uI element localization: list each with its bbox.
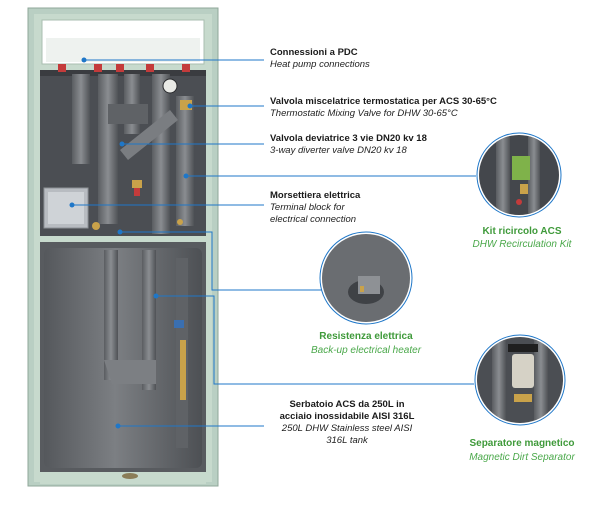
callout-subtitle-line-1: Terminal block for xyxy=(270,202,345,213)
callout-subtitle-line-2: electrical connection xyxy=(270,214,357,225)
callout-title: Valvola deviatrice 3 vie DN20 kv 18 xyxy=(270,133,427,144)
callout-title: Connessioni a PDC xyxy=(270,47,358,58)
detail-subtitle-separator: Magnetic Dirt Separator xyxy=(469,452,575,463)
callout-title-line-1: Serbatoio ACS da 250L in xyxy=(289,399,405,410)
callout-subtitle: Heat pump connections xyxy=(270,59,370,70)
detail-subtitle-heater: Back-up electrical heater xyxy=(310,345,422,356)
upper-compartment xyxy=(40,64,206,236)
callout-mixing-valve: Valvola miscelatrice termostatica per AC… xyxy=(270,96,497,120)
callout-heat-pump-connections: Connessioni a PDC Heat pump connections xyxy=(270,47,370,71)
callout-subtitle-line-1: 250L DHW Stainless steel AISI xyxy=(281,423,413,434)
callout-subtitle-line-2: 316L tank xyxy=(326,435,368,446)
tank-compartment xyxy=(40,242,206,484)
callout-title: Valvola miscelatrice termostatica per AC… xyxy=(270,96,497,107)
callout-title-line-2: acciaio inossidabile AISI 316L xyxy=(279,411,415,422)
detail-title-separator: Separatore magnetico xyxy=(469,438,575,449)
callout-terminal-block: Morsettiera elettrica Terminal block for… xyxy=(270,190,360,226)
callout-diverter-valve: Valvola deviatrice 3 vie DN20 kv 18 3-wa… xyxy=(270,133,427,157)
callout-title: Morsettiera elettrica xyxy=(270,190,361,201)
detail-dirt-separator xyxy=(474,334,566,426)
callout-subtitle: 3-way diverter valve DN20 kv 18 xyxy=(270,145,407,156)
detail-recirculation-kit xyxy=(476,132,562,218)
detail-electrical-heater xyxy=(319,231,413,325)
detail-title-heater: Resistenza elettrica xyxy=(319,331,413,342)
callout-lines xyxy=(69,57,476,429)
callout-subtitle: Thermostatic Mixing Valve for DHW 30-65°… xyxy=(270,108,458,119)
detail-subtitle-recirculation: DHW Recirculation Kit xyxy=(472,239,572,250)
detail-title-recirculation: Kit ricircolo ACS xyxy=(482,226,562,237)
callout-dhw-tank: Serbatoio ACS da 250L in acciaio inossid… xyxy=(262,399,432,447)
